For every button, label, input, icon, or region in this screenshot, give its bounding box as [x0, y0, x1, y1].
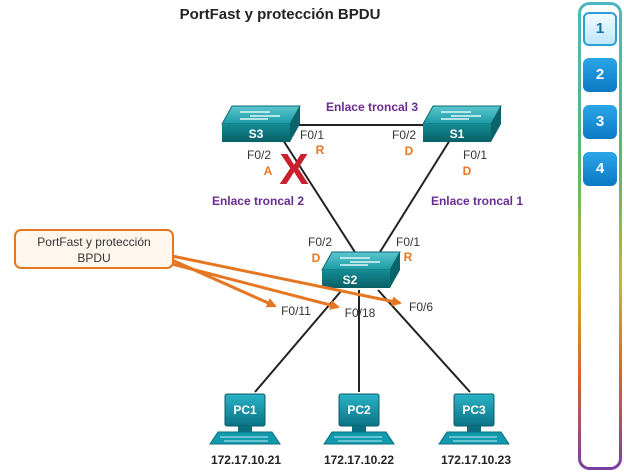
port-s3-f02: F0/2 — [247, 148, 271, 162]
port-s1-f01-role: D — [463, 164, 472, 178]
switch-s2-label: S2 — [343, 273, 358, 287]
port-s2-f018: F0/18 — [345, 306, 376, 320]
portfast-callout: PortFast y protección BPDU — [14, 229, 174, 269]
switch-s1-label: S1 — [450, 127, 465, 141]
pc-3[interactable]: PC3 172.17.10.23 — [438, 393, 511, 467]
step-4-button[interactable]: 4 — [583, 152, 617, 186]
callout-line-1: PortFast y protección — [37, 235, 151, 249]
step-navigator: 1 2 3 4 — [578, 2, 622, 470]
blocked-port-mark: X — [279, 145, 308, 194]
trunk-2-label: Enlace troncal 2 — [212, 194, 304, 208]
trunk-link-1 — [374, 139, 451, 261]
port-s1-f02: F0/2 — [392, 128, 416, 142]
callout-line-2: BPDU — [77, 251, 111, 265]
pc-2[interactable]: PC2 172.17.10.22 — [323, 393, 395, 467]
port-s3-f01-role: R — [316, 143, 325, 157]
step-2-button[interactable]: 2 — [583, 58, 617, 92]
pc-2-label: PC2 — [347, 403, 371, 417]
trunk-link-2 — [282, 139, 361, 261]
port-s1-f02-role: D — [405, 144, 414, 158]
port-s1-f01: F0/1 — [463, 148, 487, 162]
pc-2-ip: 172.17.10.22 — [324, 453, 394, 467]
switch-s2[interactable]: S2 — [321, 251, 401, 288]
pc-1[interactable]: PC1 172.17.10.21 — [209, 393, 281, 467]
switch-s1[interactable]: S1 — [422, 105, 502, 142]
switch-s3[interactable]: S3 — [221, 105, 301, 142]
port-s2-f02-role: D — [312, 251, 321, 265]
port-s2-f01: F0/1 — [396, 235, 420, 249]
pc-3-label: PC3 — [462, 403, 486, 417]
port-s2-f06: F0/6 — [409, 300, 433, 314]
trunk-1-label: Enlace troncal 1 — [431, 194, 523, 208]
port-s2-f011: F0/11 — [281, 304, 311, 318]
access-links — [254, 289, 471, 393]
step-3-button[interactable]: 3 — [583, 105, 617, 139]
diagram-title: PortFast y protección BPDU — [179, 6, 381, 23]
callout-arrows — [171, 254, 402, 310]
pc-1-ip: 172.17.10.21 — [211, 453, 281, 467]
trunk-3-label: Enlace troncal 3 — [326, 100, 418, 114]
port-s3-f01: F0/1 — [300, 128, 324, 142]
port-s3-f02-role: A — [264, 164, 273, 178]
port-s2-f02: F0/2 — [308, 235, 332, 249]
pc-1-label: PC1 — [233, 403, 257, 417]
pc-3-ip: 172.17.10.23 — [441, 453, 511, 467]
step-1-button[interactable]: 1 — [583, 12, 617, 46]
port-s2-f01-role: R — [404, 250, 413, 264]
switch-s3-label: S3 — [249, 127, 264, 141]
